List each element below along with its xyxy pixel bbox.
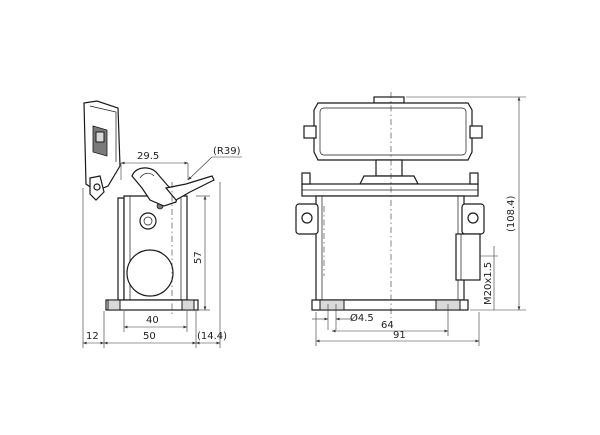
front-view: (108.4) M20x1.5 Ø4.5 64 91 [295,92,526,346]
dimension-91: 91 [315,312,480,346]
dimension-57: 57 [193,195,210,311]
dimension-29-5-label: 29.5 [137,151,159,162]
side-view: 29.5 (R39) 57 40 [82,100,242,348]
dimension-m20-label: M20x1.5 [483,262,494,305]
dimension-108-4: (108.4) [406,96,526,311]
front-view-cover [303,96,483,185]
dimension-64-label: 64 [381,320,394,331]
dimension-64: 64 [332,304,449,336]
dimension-chain-bottom: 12 50 (14.4) [82,182,227,348]
dimension-40-label: 40 [146,315,159,326]
dimension-91-label: 91 [393,330,406,341]
front-view-housing [295,92,485,318]
dimension-r39: (R39) [187,146,242,181]
dimension-m20: M20x1.5 [480,246,498,310]
front-view-frame [301,172,479,197]
dimension-108-4-label: (108.4) [506,195,517,232]
dimension-40: 40 [123,311,188,332]
dimension-57-label: 57 [193,251,204,264]
dimension-hole-diameter-label: Ø4.5 [350,312,374,324]
dimension-50-label: 50 [143,331,156,342]
dimension-12-label: 12 [86,331,99,342]
dimension-14-4-label: (14.4) [197,331,227,342]
dimension-r39-label: (R39) [213,146,241,157]
side-view-cover [83,100,121,201]
dimension-hole-diameter: Ø4.5 [312,304,374,330]
side-view-housing [105,167,215,316]
